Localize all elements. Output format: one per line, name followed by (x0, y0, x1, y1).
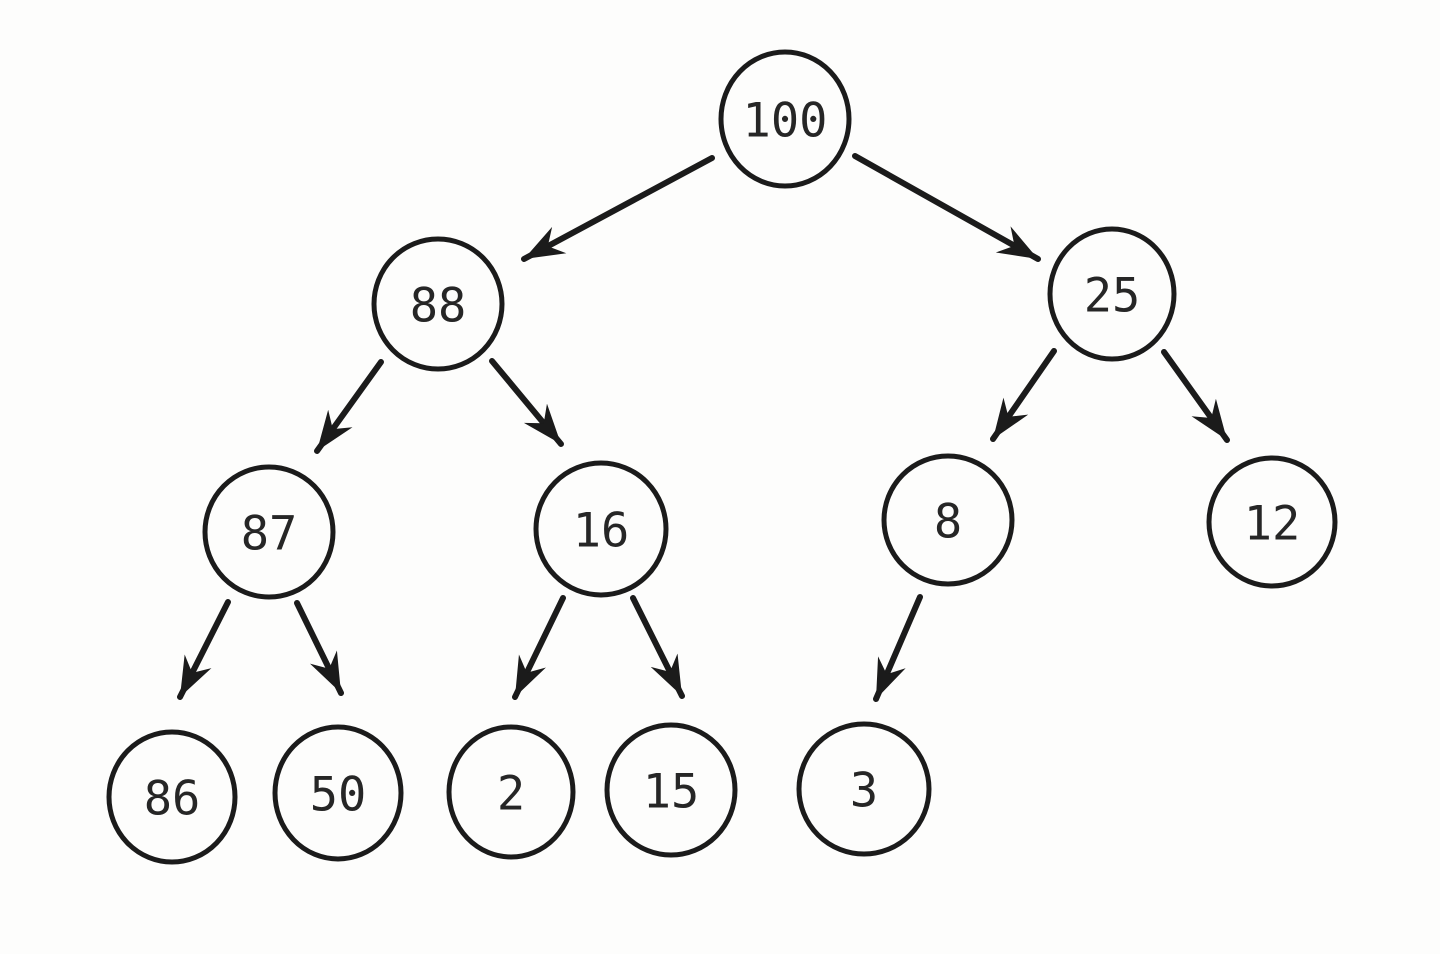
node-87-circle (202, 464, 336, 600)
tree-node-3: 3 (796, 721, 932, 857)
edge-16-to-15-arrow (630, 595, 685, 699)
node-12-circle (1206, 455, 1338, 589)
node-25-label: 25 (1084, 269, 1141, 324)
tree-node-15: 15 (604, 722, 738, 858)
tree-node-88: 88 (371, 236, 505, 372)
node-87-label: 87 (241, 507, 298, 562)
tree-node-2: 2 (446, 724, 576, 860)
tree-node-50: 50 (272, 724, 404, 862)
edge-87-to-50-arrow (294, 600, 344, 696)
edge-25-to-12-arrow (1161, 349, 1230, 443)
tree-edges (177, 153, 1230, 702)
node-3-label: 3 (850, 764, 878, 819)
node-86-circle (106, 729, 238, 865)
node-3-circle (796, 721, 932, 857)
tree-node-16: 16 (533, 460, 669, 598)
tree-node-86: 86 (106, 729, 238, 865)
tree-node-100: 100 (718, 49, 852, 189)
edge-25-to-8-arrow (990, 348, 1057, 442)
node-100-circle (718, 49, 852, 189)
tree-node-25: 25 (1047, 226, 1177, 362)
edge-100-to-88-arrow (521, 155, 715, 262)
node-8-label: 8 (934, 495, 962, 550)
edge-88-to-16-arrow (489, 358, 564, 447)
node-15-circle (604, 722, 738, 858)
node-50-label: 50 (310, 768, 367, 823)
node-25-circle (1047, 226, 1177, 362)
tree-nodes: 100 88 25 87 16 8 (106, 49, 1338, 865)
node-86-label: 86 (144, 772, 201, 827)
node-15-label: 15 (643, 765, 700, 820)
node-100-label: 100 (743, 94, 828, 149)
node-12-label: 12 (1244, 497, 1301, 552)
node-16-circle (533, 460, 669, 598)
node-8-circle (881, 453, 1015, 587)
node-88-circle (371, 236, 505, 372)
tree-node-87: 87 (202, 464, 336, 600)
edge-88-to-87-arrow (314, 359, 384, 454)
node-50-circle (272, 724, 404, 862)
node-2-label: 2 (497, 767, 525, 822)
tree-node-8: 8 (881, 453, 1015, 587)
edge-16-to-2-arrow (512, 595, 566, 700)
node-16-label: 16 (573, 504, 630, 559)
edge-100-to-25-arrow (852, 153, 1041, 262)
node-2-circle (446, 724, 576, 860)
edge-8-to-3-arrow (873, 594, 923, 702)
node-88-label: 88 (410, 279, 467, 334)
edge-87-to-86-arrow (177, 599, 231, 700)
tree-node-12: 12 (1206, 455, 1338, 589)
